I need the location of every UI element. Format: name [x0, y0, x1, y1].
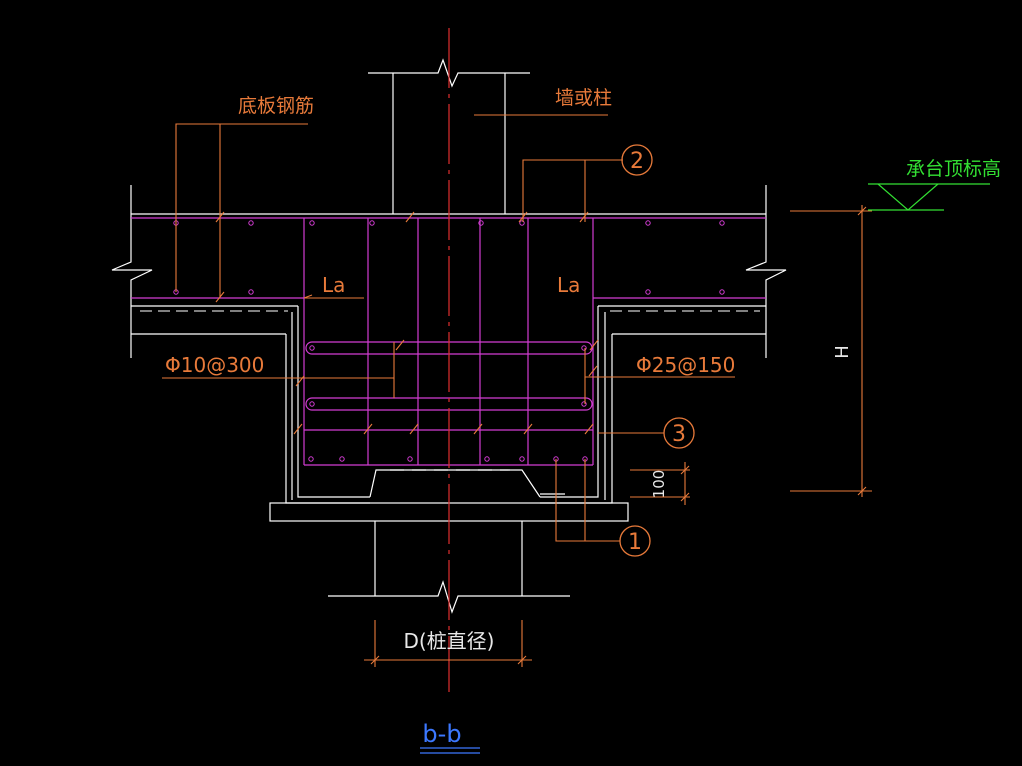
callout-1-circle	[619, 525, 651, 557]
section-title-text: b-b	[422, 720, 461, 748]
pile-diameter-label: D(桩直径)	[403, 629, 494, 653]
callout-2: 2	[630, 149, 644, 174]
callout-3: 3	[672, 422, 686, 447]
callout-numbers: 2 3 1	[628, 149, 686, 555]
wall-or-column-label: 墙或柱	[555, 87, 612, 109]
height-dimension-label: H	[832, 345, 853, 359]
main-bar-spec-label: Φ25@150	[636, 353, 735, 377]
slab-rebar-label: 底板钢筋	[238, 95, 314, 117]
callout-2-circle	[621, 144, 653, 176]
cover-dimension-label: 100	[650, 470, 668, 499]
section-title: b-b	[420, 720, 480, 754]
callout-3-circle	[663, 417, 695, 449]
elevation-marker	[868, 183, 990, 211]
callout-circles	[619, 144, 695, 557]
stirrup-spec-label: Φ10@300	[165, 353, 264, 377]
la-right-label: La	[557, 273, 580, 297]
la-left-label: La	[322, 273, 345, 297]
callout-1: 1	[628, 530, 642, 555]
cap-top-elevation-label: 承台顶标高	[906, 158, 1001, 180]
leaders	[162, 114, 872, 667]
rebar-ticks	[215, 211, 599, 435]
